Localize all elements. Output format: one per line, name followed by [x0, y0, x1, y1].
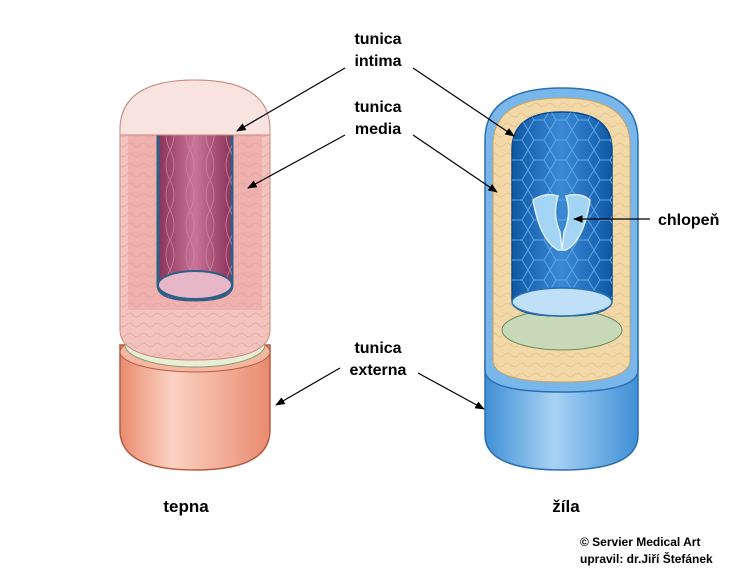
- artery-lumen-ring: [157, 270, 233, 300]
- label-tunica-intima-line1: tunica: [354, 31, 401, 48]
- leader-intima-artery: [236, 67, 346, 132]
- caption-artery: tepna: [163, 497, 209, 516]
- artery-endothelium: [158, 105, 232, 300]
- leader-media-vein: [412, 134, 498, 193]
- vein-valve: [532, 193, 591, 251]
- leader-externa-artery: [275, 367, 341, 406]
- vein-illustration: [484, 87, 639, 471]
- vein-lumen-ring: [511, 287, 613, 317]
- artery-illustration: [119, 79, 271, 471]
- label-chlopen: chlopeň: [658, 212, 719, 229]
- leader-externa-vein: [417, 372, 485, 410]
- leader-intima-vein: [412, 67, 515, 137]
- artery-externa: [119, 344, 271, 471]
- credit-line2: upravil: dr.Jiří Štefánek: [580, 551, 713, 566]
- label-tunica-intima-line2: intima: [354, 53, 401, 70]
- label-tunica-externa-line1: tunica: [354, 340, 401, 357]
- label-tunica-media-line1: tunica: [354, 99, 401, 116]
- leader-media-artery: [247, 134, 346, 189]
- label-tunica-media-line2: media: [355, 121, 401, 138]
- credit-line1: © Servier Medical Art: [580, 535, 700, 549]
- artery-top-cap: [119, 79, 271, 136]
- labels: tunica intima tunica media tunica extern…: [163, 31, 719, 566]
- label-tunica-externa-line2: externa: [350, 362, 407, 379]
- vein-endothelium: [512, 112, 612, 316]
- caption-vein: žíla: [552, 497, 580, 516]
- leader-lines: [236, 67, 650, 410]
